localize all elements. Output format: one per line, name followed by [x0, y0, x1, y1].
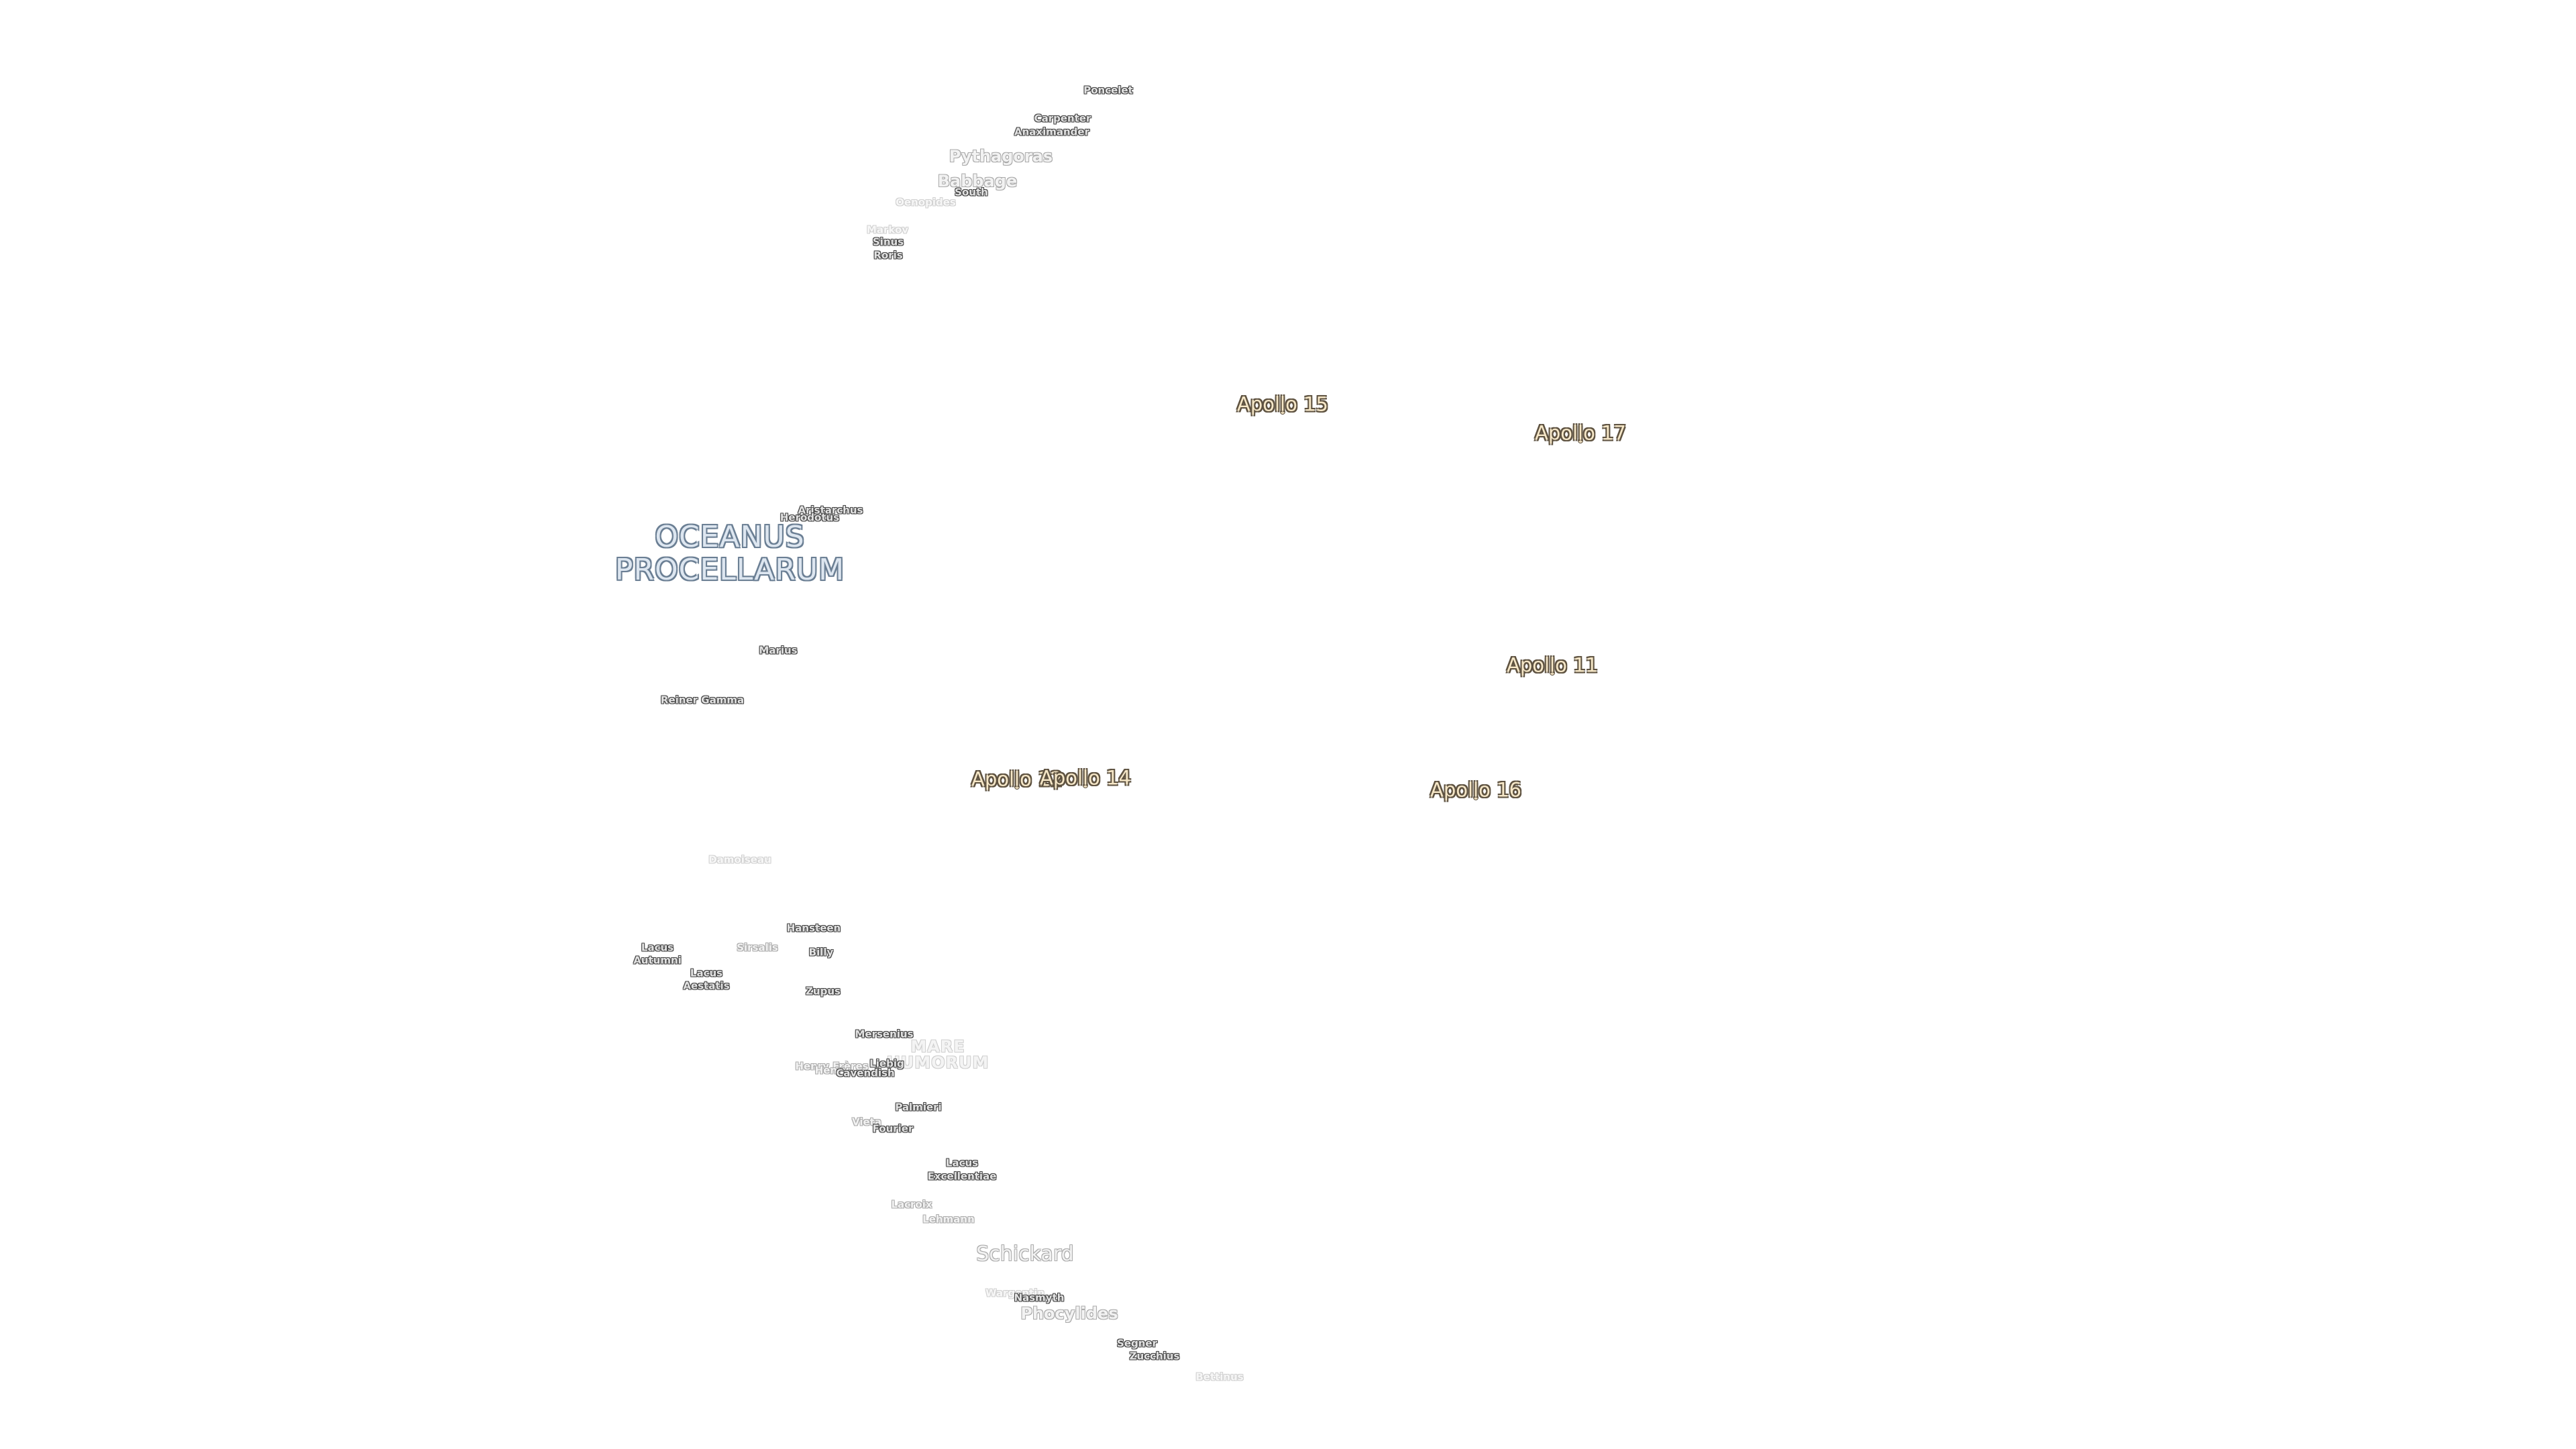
crater-label-zucchius: Zucchius — [1129, 1350, 1180, 1362]
crater-label-vieta: Vieta — [852, 1116, 881, 1128]
crater-label-reiner-gamma: Reiner Gamma — [660, 694, 745, 706]
crater-label-carpenter: Carpenter — [1034, 112, 1091, 125]
crater-label-poncelet: Poncelet — [1083, 84, 1133, 97]
crater-label-fourier: Fourier — [872, 1122, 914, 1135]
apollo-17-marker[interactable] — [1578, 438, 1583, 443]
crater-label-marius: Marius — [759, 644, 798, 657]
lacus-aestatis-label-2: Aestatis — [683, 979, 730, 992]
crater-label-palmieri: Palmieri — [895, 1101, 942, 1114]
apollo-11-marker[interactable] — [1550, 670, 1555, 676]
crater-label-zupus: Zupus — [806, 985, 841, 998]
apollo-14-label[interactable]: Apollo 14 — [1040, 766, 1131, 790]
crater-label-sirsalis: Sirsalis — [737, 941, 778, 954]
lacus-aestatis-label-1: Lacus — [690, 967, 723, 979]
apollo-11-label[interactable]: Apollo 11 — [1507, 653, 1598, 677]
crater-label-roris: Roris — [873, 249, 903, 262]
apollo-17-label[interactable]: Apollo 17 — [1535, 421, 1626, 445]
crater-label-cavendish: Cavendish — [836, 1067, 895, 1079]
crater-label-henry-freres: Henry Frères — [795, 1060, 869, 1073]
crater-label-bettinus: Bettinus — [1195, 1371, 1244, 1383]
crater-label-sinus: Sinus — [872, 235, 904, 248]
crater-label-hansteen: Hansteen — [786, 922, 841, 934]
lacus-excellentiae-label-1: Lacus — [945, 1157, 979, 1169]
apollo-15-label[interactable]: Apollo 15 — [1237, 392, 1328, 416]
apollo-12-label[interactable]: Apollo 12 — [971, 767, 1063, 791]
crater-label-lehmann: Lehmann — [922, 1213, 975, 1226]
crater-label-mersenius: Mersenius — [855, 1028, 914, 1040]
mare-label-humorum: HUMORUM — [886, 1053, 989, 1072]
mare-label-procellarum: PROCELLARUM — [614, 553, 845, 587]
apollo-16-marker[interactable] — [1473, 795, 1479, 800]
crater-label-markov: Markov — [866, 223, 909, 236]
lacus-autumni-label-1: Lacus — [641, 941, 674, 954]
crater-label-henry: Henry — [814, 1064, 849, 1077]
crater-label-aristarchus: Aristarchus — [798, 504, 863, 517]
apollo-14-marker[interactable] — [1083, 783, 1088, 788]
mare-label-mare: MARE — [910, 1037, 965, 1056]
crater-label-damoiseau: Damoiseau — [708, 853, 771, 866]
crater-label-south: South — [955, 186, 988, 199]
crater-label-herodotus: Herodotus — [780, 511, 840, 524]
crater-label-billy: Billy — [808, 946, 834, 959]
apollo-12-marker[interactable] — [1014, 784, 1020, 790]
crater-label-schickard: Schickard — [976, 1242, 1074, 1266]
crater-label-phocylides: Phocylides — [1020, 1304, 1118, 1323]
crater-label-pythagoras: Pythagoras — [949, 147, 1053, 166]
crater-label-liebig: Liebig — [869, 1057, 904, 1070]
crater-label-anaximander: Anaximander — [1014, 125, 1089, 138]
apollo-16-label[interactable]: Apollo 16 — [1430, 778, 1521, 802]
lacus-excellentiae-label-2: Excellentiae — [927, 1170, 997, 1183]
lacus-autumni-label-2: Autumni — [633, 954, 682, 967]
crater-label-oenopides: Oenopides — [896, 196, 956, 209]
crater-label-babbage: Babbage — [937, 172, 1018, 191]
crater-label-lacroix: Lacroix — [891, 1198, 932, 1211]
apollo-15-marker[interactable] — [1280, 409, 1285, 415]
mare-label-oceanus: OCEANUS — [655, 520, 805, 554]
crater-label-wargentin: Wargentin — [985, 1287, 1045, 1299]
crater-label-segner: Segner — [1117, 1337, 1157, 1350]
crater-label-nasmyth: Nasmyth — [1014, 1291, 1065, 1304]
